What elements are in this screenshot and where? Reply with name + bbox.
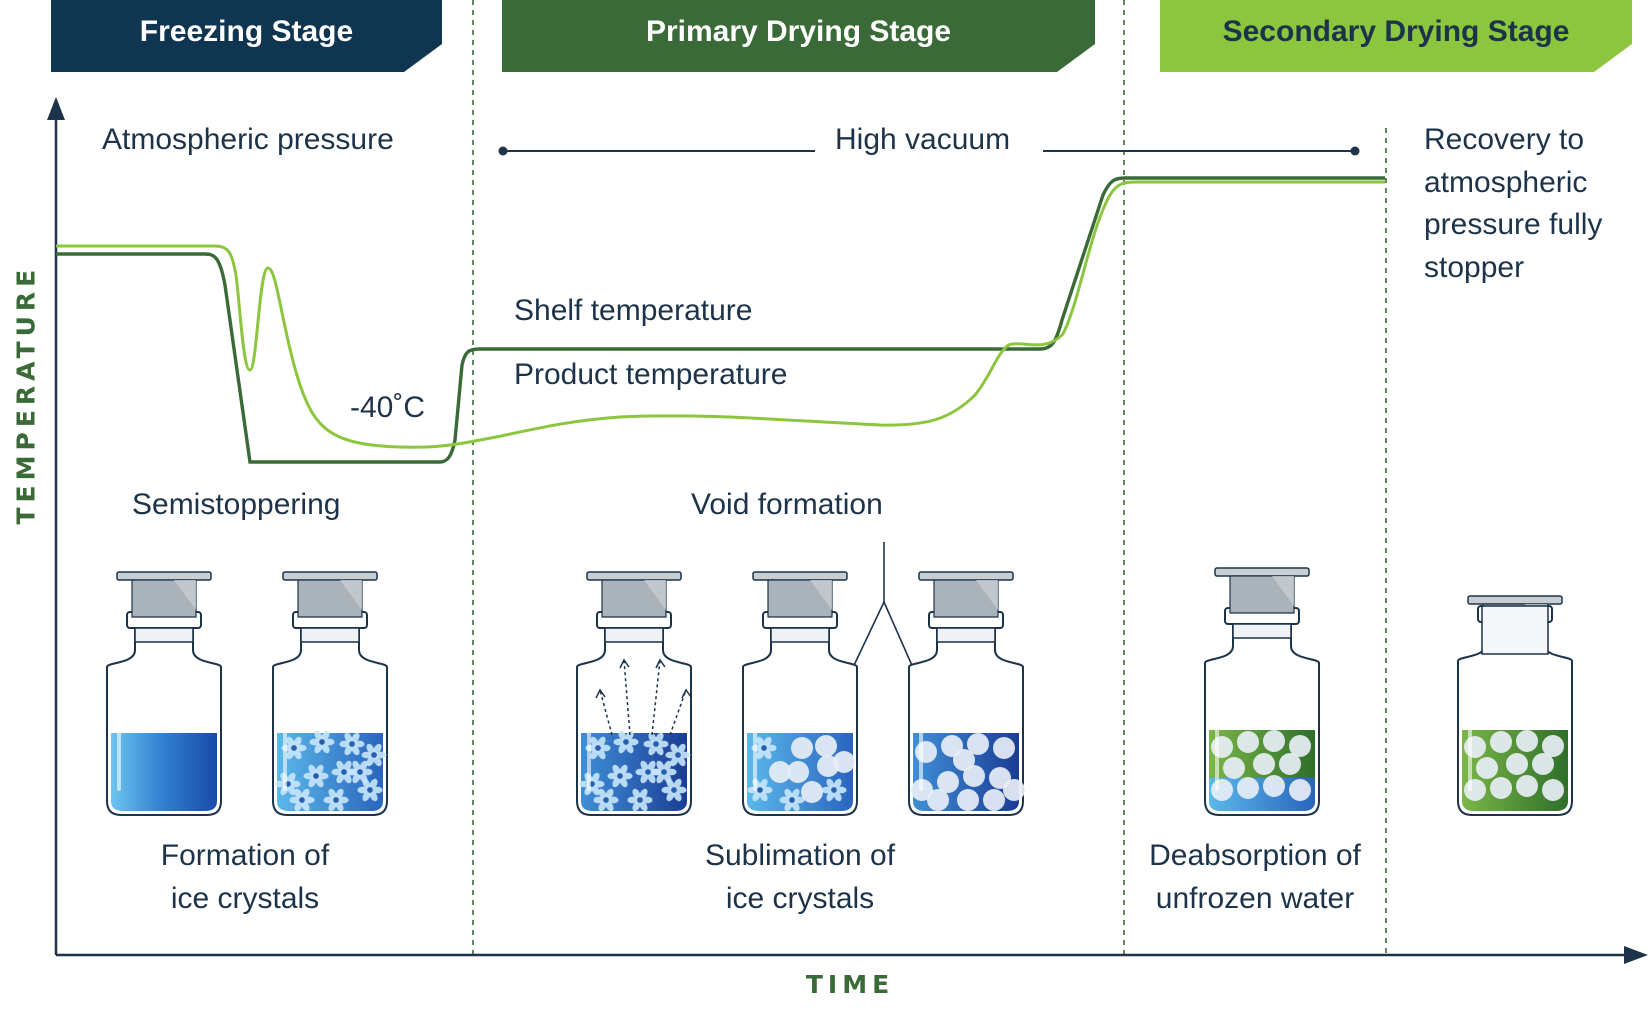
product-temperature-label: Product temperature	[514, 358, 788, 391]
shelf-temperature-label: Shelf temperature	[514, 294, 753, 327]
high-vacuum-label: High vacuum	[835, 123, 1011, 156]
atmospheric-pressure-label: Atmospheric pressure	[102, 123, 394, 156]
secondary-drying-stage-banner	[1160, 0, 1632, 72]
shelf-temperature-curve	[56, 176, 1385, 464]
sublimation-line-1: Sublimation of	[704, 839, 896, 872]
deabsorption-line-2: unfrozen water	[1155, 881, 1355, 915]
high-vacuum-start-dot	[498, 146, 508, 156]
recovery-label: Recovery to atmospheric pressure fully s…	[1424, 119, 1602, 289]
recovery-line-3: pressure fully	[1424, 208, 1603, 242]
x-axis-title: TIME	[805, 970, 895, 999]
deabsorption-line-1: Deabsorption of	[1149, 839, 1361, 872]
sublimation-label: Sublimation of ice crystals	[670, 835, 930, 920]
x-axis-arrow	[1624, 946, 1648, 964]
recovery-line-1: Recovery to	[1424, 123, 1585, 156]
recovery-line-2: atmospheric	[1424, 165, 1588, 199]
minus-40-label: -40˚C	[350, 391, 426, 424]
void-formation-label: Void formation	[691, 488, 883, 521]
freezing-stage-banner	[51, 0, 442, 72]
vial-fully-stoppered	[1457, 595, 1573, 816]
vial-sublimation-2	[742, 571, 858, 816]
vial-sublimation-3	[908, 571, 1025, 816]
y-axis-arrow	[47, 97, 65, 120]
formation-label: Formation of ice crystals	[120, 835, 370, 920]
vial-freezing-liquid	[106, 571, 222, 816]
recovery-line-4: stopper	[1424, 250, 1525, 284]
deabsorption-label: Deabsorption of unfrozen water	[1130, 835, 1380, 920]
vial-freezing-ice	[272, 571, 388, 816]
semistoppering-label: Semistoppering	[132, 488, 341, 521]
sublimation-line-2: ice crystals	[725, 881, 875, 915]
product-temperature-curve	[56, 180, 1385, 449]
freezing-stage-label: Freezing Stage	[139, 15, 354, 48]
formation-line-2: ice crystals	[170, 881, 320, 915]
vial-deabsorption	[1204, 567, 1320, 816]
high-vacuum-end-dot	[1350, 146, 1360, 156]
vial-sublimation-1	[576, 571, 692, 816]
formation-line-1: Formation of	[160, 839, 330, 872]
primary-drying-stage-banner	[502, 0, 1095, 72]
secondary-drying-stage-label: Secondary Drying Stage	[1222, 15, 1570, 48]
y-axis-title: TEMPERATURE	[11, 264, 41, 525]
primary-drying-stage-label: Primary Drying Stage	[645, 15, 952, 48]
